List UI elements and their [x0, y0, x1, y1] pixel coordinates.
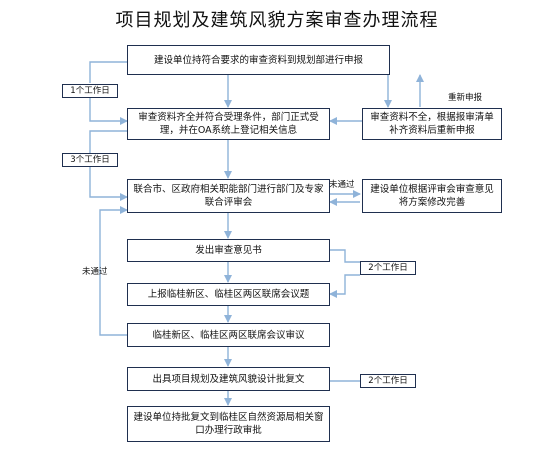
tag-2-workdays-approval: 2个工作日: [360, 374, 416, 388]
step-joint-meeting-review: 临桂新区、临桂区两区联席会议审议: [127, 323, 330, 347]
step-revise-plan: 建设单位根据评审会审查意见将方案修改完善: [362, 179, 502, 213]
step-issue-approval: 出具项目规划及建筑风貌设计批复文: [127, 367, 330, 391]
tag-3-workdays: 3个工作日: [62, 153, 118, 167]
step-submit-application: 建设单位持符合要求的审查资料到规划部进行申报: [127, 45, 390, 75]
tag-2-workdays-review: 2个工作日: [360, 261, 416, 275]
step-report-joint-meeting: 上报临桂新区、临桂区两区联席会议题: [127, 283, 330, 306]
step-incomplete-resubmit: 审查资料不全，根据报审清单补齐资料后重新申报: [362, 108, 502, 140]
step-issue-review-opinion: 发出审查意见书: [127, 239, 330, 262]
step-formal-acceptance: 审查资料齐全并符合受理条件，部门正式受理，并在OA系统上登记相关信息: [127, 108, 330, 140]
tag-1-workday: 1个工作日: [62, 84, 118, 98]
label-resubmit: 重新申报: [448, 93, 483, 103]
label-not-passed-right: 未通过: [329, 180, 355, 190]
step-joint-expert-review: 联合市、区政府相关职能部门进行部门及专家联合评审会: [127, 179, 330, 213]
label-not-passed-left: 未通过: [82, 267, 108, 277]
step-administrative-approval: 建设单位持批复文到临桂区自然资源局相关窗口办理行政审批: [127, 406, 330, 442]
page-title: 项目规划及建筑风貌方案审查办理流程: [115, 10, 439, 31]
